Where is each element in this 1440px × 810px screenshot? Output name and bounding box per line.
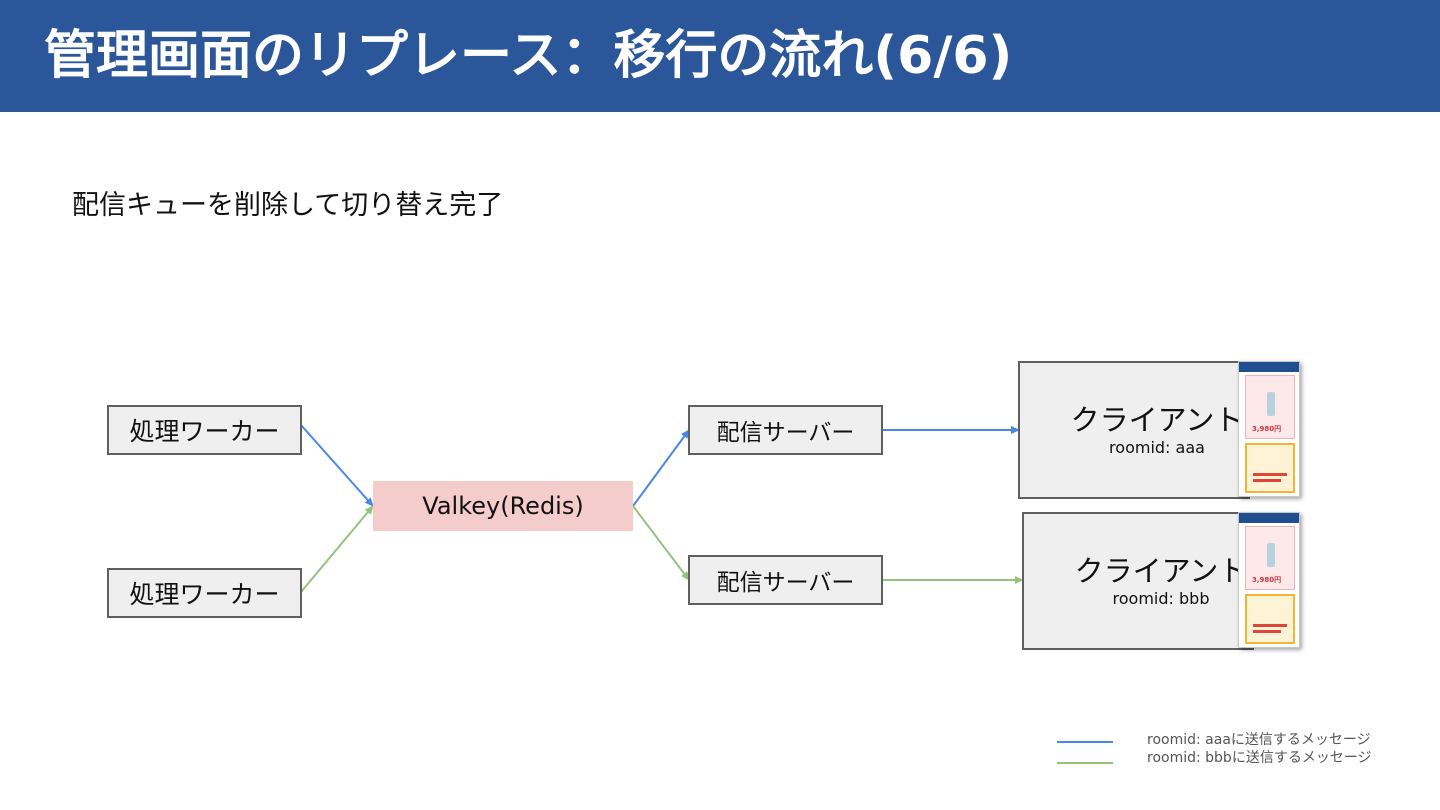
product-price: 3,980円: [1252, 576, 1282, 584]
legend-label-aaa: roomid: aaaに送信するメッセージ: [1147, 732, 1371, 748]
arrow-valkey-to-server2: [632, 505, 690, 581]
arrow-valkey-to-server1: [632, 429, 690, 507]
client-box-aaa: クライアント roomid: aaa: [1018, 361, 1250, 499]
legend-line-bbb: [1057, 762, 1113, 764]
notice-card: [1245, 594, 1295, 644]
notice-line: [1253, 624, 1287, 627]
bottle-icon: [1267, 543, 1275, 567]
client-box-bbb: クライアント roomid: bbb: [1022, 512, 1254, 650]
server-box-2: 配信サーバー: [688, 555, 883, 605]
notice-line: [1253, 630, 1281, 633]
client-roomid: roomid: aaa: [1109, 438, 1205, 457]
arrow-worker1-to-valkey: [300, 424, 374, 507]
title-bar: 管理画面のリプレース：移行の流れ(6/6): [0, 0, 1440, 112]
notice-line: [1253, 479, 1281, 482]
legend-line-aaa: [1057, 741, 1113, 743]
client-title: クライアント: [1074, 554, 1248, 588]
product-card: 3,980円: [1245, 375, 1295, 439]
bottle-icon: [1267, 392, 1275, 416]
thumbnail-header: [1239, 362, 1299, 372]
legend-label-bbb: roomid: bbbに送信するメッセージ: [1147, 750, 1372, 766]
product-card: 3,980円: [1245, 526, 1295, 590]
slide-subtitle: 配信キューを削除して切り替え完了: [72, 190, 504, 221]
product-price: 3,980円: [1252, 425, 1282, 433]
server-box-1: 配信サーバー: [688, 405, 883, 455]
valkey-queue-box: Valkey(Redis): [373, 481, 633, 531]
worker-box-1: 処理ワーカー: [107, 405, 302, 455]
client-title: クライアント: [1070, 403, 1244, 437]
arrow-worker2-to-valkey: [300, 505, 374, 593]
client-roomid: roomid: bbb: [1112, 589, 1210, 608]
client-screen-thumbnail: 3,980円: [1238, 361, 1300, 497]
slide-title: 管理画面のリプレース：移行の流れ(6/6): [44, 26, 1013, 86]
notice-line: [1253, 473, 1287, 476]
client-screen-thumbnail: 3,980円: [1238, 512, 1300, 648]
thumbnail-header: [1239, 513, 1299, 523]
worker-box-2: 処理ワーカー: [107, 568, 302, 618]
notice-card: [1245, 443, 1295, 493]
